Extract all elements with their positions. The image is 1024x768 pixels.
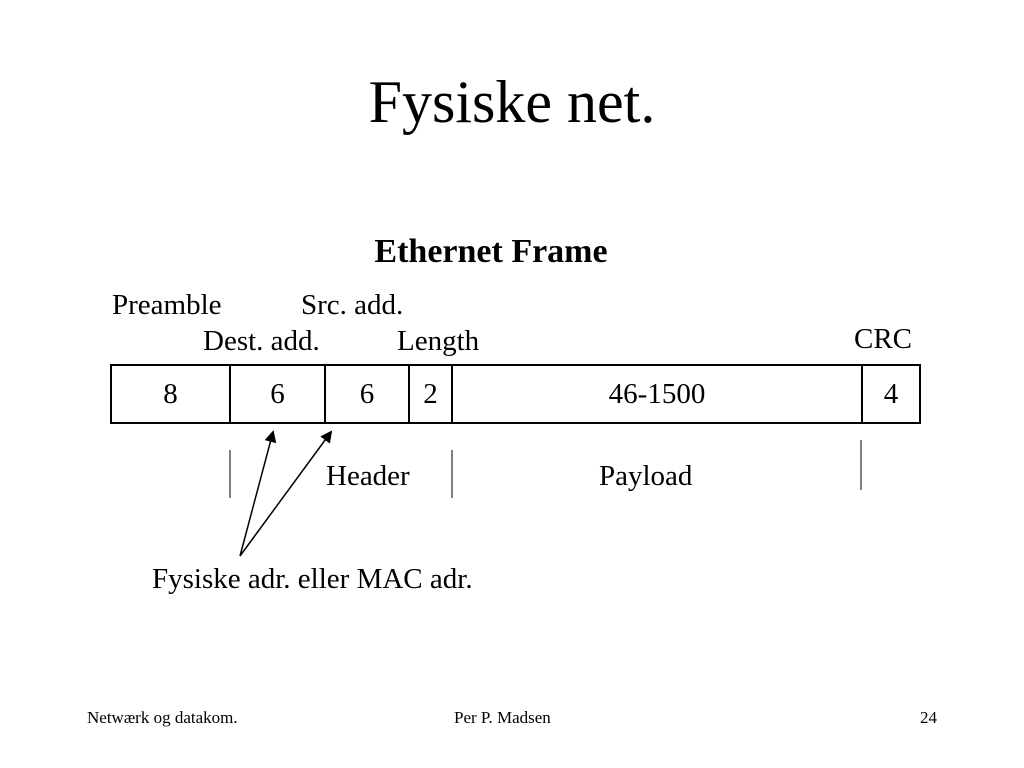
label-preamble: Preamble xyxy=(112,289,222,321)
label-length: Length xyxy=(397,325,480,357)
label-payload: Payload xyxy=(599,460,693,492)
label-src-add: Src. add. xyxy=(301,289,404,321)
slide-title: Fysiske net. xyxy=(368,69,656,135)
field-src-size: 6 xyxy=(359,378,375,410)
arrow-dest-add xyxy=(239,430,277,557)
label-mac-note: Fysiske adr. eller MAC adr. xyxy=(152,563,473,595)
footer-page-number: 24 xyxy=(920,708,937,727)
label-dest-add: Dest. add. xyxy=(203,325,320,357)
footer-author: Per P. Madsen xyxy=(454,708,551,727)
label-crc: CRC xyxy=(854,323,913,355)
frame-box xyxy=(110,364,921,424)
field-payload-size: 46-1500 xyxy=(608,378,706,410)
field-length-size: 2 xyxy=(423,378,438,410)
diagram-title: Ethernet Frame xyxy=(374,233,608,270)
label-header: Header xyxy=(326,460,410,492)
field-crc-size: 4 xyxy=(883,378,899,410)
footer-course: Netwærk og datakom. xyxy=(87,708,238,727)
arrow-src-add xyxy=(239,430,333,557)
field-preamble-size: 8 xyxy=(163,378,178,410)
field-dest-size: 6 xyxy=(270,378,285,410)
